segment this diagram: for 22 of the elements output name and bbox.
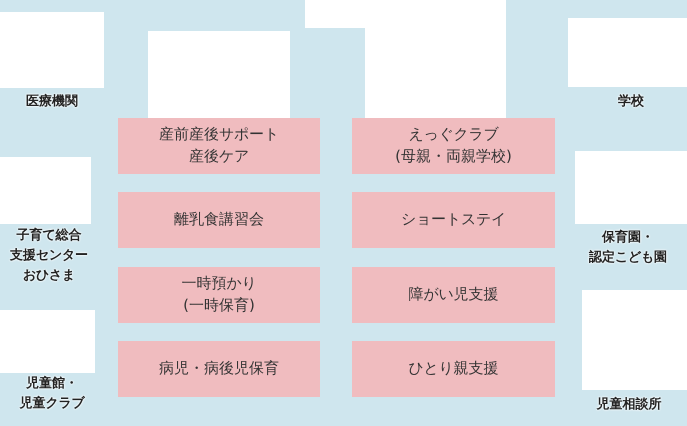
place-caption: 子育て総合支援センターおひさま: [10, 226, 88, 286]
place-caption: 学校: [618, 93, 644, 111]
place-caption: 児童相談所: [596, 396, 662, 414]
service-box: [352, 192, 555, 248]
service-box: [352, 267, 555, 323]
service-box: [118, 192, 320, 248]
service-box: [118, 267, 320, 323]
place-caption: 医療機関: [26, 92, 78, 111]
service-box: [352, 118, 555, 174]
service-name: 産前産後サポート産後ケア: [158, 124, 280, 167]
service-name: ショートステイ: [400, 209, 507, 230]
service-name: 障がい児支援: [408, 284, 500, 306]
place-caption: 児童館・児童クラブ: [20, 374, 84, 414]
service-name: ひとり親支援: [408, 358, 500, 380]
service-name: 離乳食講習会: [173, 209, 265, 230]
service-box: [352, 341, 555, 397]
service-box: [118, 341, 320, 397]
service-name: 病児・病後児保育: [158, 358, 280, 380]
service-box: [118, 118, 320, 174]
service-name: 一時預かり(一時保育): [180, 273, 258, 316]
service-name: えっぐクラブ(母親・両親学校): [394, 124, 513, 167]
place-caption: 保育園・認定こども園: [589, 228, 667, 268]
